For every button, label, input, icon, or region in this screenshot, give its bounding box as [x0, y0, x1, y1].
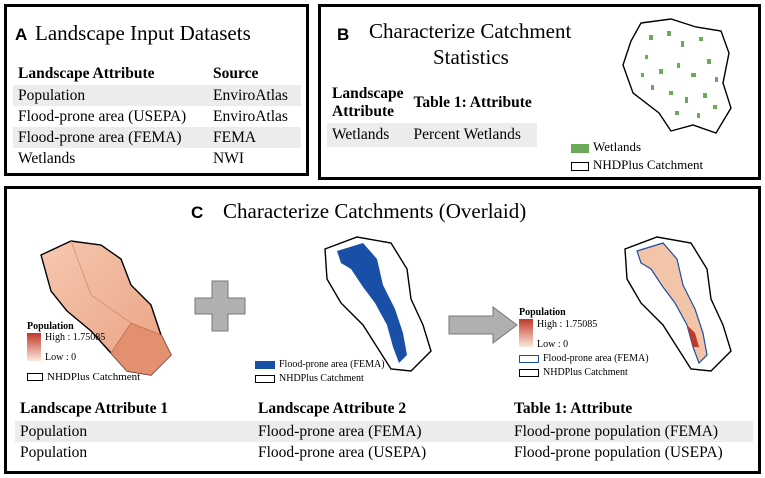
table-cell: Flood-prone population (USEPA) — [514, 443, 723, 461]
table-row: Population EnviroAtlas — [13, 85, 301, 106]
map2-legend-catchment: NHDPlus Catchment — [255, 373, 364, 384]
wetland-patches — [641, 31, 718, 118]
table-row: Wetlands NWI — [13, 148, 301, 169]
legend-label: Wetlands — [593, 139, 642, 154]
population-map — [40, 240, 172, 376]
panel-b: B Characterize Catchment Statistics Land… — [318, 4, 761, 180]
arrow-right-icon — [448, 306, 518, 344]
legend-label: NHDPlus Catchment — [543, 367, 628, 378]
wetlands-swatch — [571, 143, 589, 153]
map1-legend-title: Population — [27, 321, 74, 332]
map1-legend-high: High : 1.75085 — [45, 332, 106, 343]
legend-label: Flood-prone area (FEMA) — [279, 359, 385, 370]
catchment-swatch — [27, 373, 43, 382]
panel-c: C Characterize Catchments (Overlaid) Pop… — [4, 186, 761, 474]
panel-a: A Landscape Input Datasets Landscape Att… — [4, 4, 309, 176]
table-cell: Wetlands — [18, 149, 76, 167]
table-header: Landscape Attribute — [327, 83, 409, 123]
table-row: Population Flood-prone area (USEPA) Floo… — [15, 442, 753, 463]
catchment-swatch — [571, 161, 589, 171]
table-cell: Flood-prone area (FEMA) — [18, 128, 182, 146]
table-cell: Flood-prone area (USEPA) — [18, 107, 187, 125]
legend-label: NHDPlus Catchment — [279, 373, 364, 384]
panel-c-title: Characterize Catchments (Overlaid) — [223, 199, 527, 223]
table-header-line: Landscape — [332, 85, 404, 102]
panel-a-table: Landscape Attribute Source Population En… — [13, 63, 301, 169]
overlaid-map — [624, 236, 732, 372]
table-cell: Flood-prone area (USEPA) — [258, 443, 427, 461]
plus-icon — [194, 280, 246, 332]
table-header: Landscape Attribute 1 — [20, 400, 169, 417]
panel-b-title-line2: Statistics — [433, 45, 509, 69]
panel-a-label: A — [15, 25, 28, 44]
legend-label: NHDPlus Catchment — [593, 157, 704, 172]
table-cell: Population — [20, 443, 88, 461]
table-cell: EnviroAtlas — [213, 107, 288, 125]
table-cell: Population — [20, 422, 88, 440]
map3-gradient — [519, 319, 533, 347]
map3-legend-flood: Flood-prone area (FEMA) — [519, 353, 649, 364]
map3-legend-low: Low : 0 — [537, 339, 569, 350]
legend-wetlands: Wetlands — [571, 139, 641, 155]
table-row: Flood-prone area (FEMA) FEMA — [13, 127, 301, 148]
table-header: Landscape Attribute — [18, 65, 155, 82]
map3-legend-title: Population — [519, 307, 566, 318]
table-row: Flood-prone area (USEPA) EnviroAtlas — [13, 106, 301, 127]
map1-legend-catchment: NHDPlus Catchment — [27, 371, 140, 383]
panel-b-label: B — [337, 25, 350, 44]
flood-outline-swatch — [519, 354, 539, 363]
panel-b-table: Landscape Attribute Table 1: Attribute W… — [327, 83, 537, 147]
catchment-swatch — [255, 374, 275, 383]
map1-gradient — [27, 333, 41, 361]
table-cell: FEMA — [213, 128, 257, 146]
legend-label: NHDPlus Catchment — [47, 371, 141, 383]
map1-legend-low: Low : 0 — [45, 352, 77, 363]
legend-catchment: NHDPlus Catchment — [571, 157, 703, 173]
table-cell: Wetlands — [332, 126, 390, 143]
table-cell: Flood-prone population (FEMA) — [514, 422, 719, 440]
table-row: Population Flood-prone area (FEMA) Flood… — [15, 421, 753, 442]
table-cell: EnviroAtlas — [213, 86, 288, 104]
table-cell: Flood-prone area (FEMA) — [258, 422, 422, 440]
panel-a-title: Landscape Input Datasets — [35, 21, 251, 45]
panel-b-title-line1: Characterize Catchment — [369, 19, 572, 43]
table-cell: NWI — [213, 149, 245, 167]
table-header: Table 1: Attribute — [514, 400, 633, 417]
table-cell: Percent Wetlands — [413, 126, 521, 143]
map2-legend-flood: Flood-prone area (FEMA) — [255, 359, 385, 370]
map3-legend-high: High : 1.75085 — [537, 319, 598, 330]
catchment-swatch — [519, 368, 539, 377]
table-row: Wetlands Percent Wetlands — [327, 123, 537, 147]
flood-fema-map — [324, 236, 432, 372]
flood-swatch — [255, 360, 275, 369]
table-header-line: Attribute — [332, 103, 394, 120]
table-cell: Population — [18, 86, 86, 104]
map3-legend-catchment: NHDPlus Catchment — [519, 367, 628, 378]
table-header: Table 1: Attribute — [413, 94, 532, 111]
wetlands-catchment-map — [622, 18, 732, 134]
panel-c-label: C — [191, 203, 204, 222]
panel-c-table: Landscape Attribute 1 Landscape Attribut… — [15, 397, 753, 463]
legend-label: Flood-prone area (FEMA) — [543, 353, 649, 364]
table-header: Landscape Attribute 2 — [258, 400, 407, 417]
table-header: Source — [213, 65, 259, 82]
